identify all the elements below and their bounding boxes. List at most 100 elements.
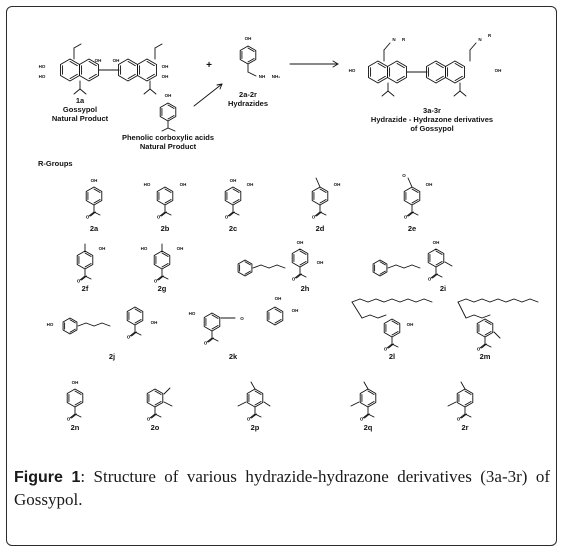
- rgroup-oh-label: OH: [177, 246, 184, 251]
- methoxy-bond: [163, 401, 173, 407]
- alkyl-chain: [423, 298, 433, 303]
- isopropyl-bond: [381, 90, 389, 97]
- rgroup-2k-ring-a-acyl: [206, 337, 213, 343]
- alkyl-chain: [529, 298, 539, 303]
- double-bond-line: [274, 308, 282, 313]
- double-bond-line: [74, 401, 82, 406]
- rgroup-2r-ring-acyl: [459, 413, 466, 419]
- double-bond-line: [161, 263, 169, 268]
- double-bond-line: [134, 308, 142, 313]
- product-naphthalene-left: [387, 60, 407, 84]
- rgroup-oh-label: OH: [99, 246, 106, 251]
- gossypol-oh-label: OH: [162, 74, 169, 79]
- double-bond-line: [411, 199, 419, 204]
- rgroup-2k-ring-a-acyl: [211, 337, 219, 342]
- double-bond-line: [396, 62, 405, 69]
- isopropyl-bond: [459, 90, 467, 97]
- rgroup-label-2r: 2r: [461, 423, 468, 432]
- double-bond-line: [84, 252, 92, 257]
- alkyl-chain: [505, 298, 515, 303]
- ethyl-bond: [77, 322, 87, 327]
- alkyl-chain: [481, 314, 491, 319]
- gossypol-ho-label: HO: [39, 74, 46, 79]
- double-bond-line: [254, 390, 262, 395]
- rgroup-oh-label: OH: [275, 296, 282, 301]
- carbonyl-oxygen-label: O: [77, 279, 81, 284]
- arrow-head: [332, 63, 339, 68]
- phenolic-acid-label: Phenolic corboxylic acids: [122, 133, 214, 142]
- rgroup-ho-label: HO: [144, 182, 151, 187]
- rgroup-ho-label: HO: [47, 322, 54, 327]
- alkyl-chain: [521, 298, 531, 303]
- double-bond-line: [146, 60, 155, 67]
- rgroup-oh-label: OH: [247, 182, 254, 187]
- gossypol-naphthalene-right: [137, 58, 157, 82]
- double-bond-line: [74, 390, 82, 395]
- double-bond-line: [454, 75, 463, 82]
- rgroup-2g-ring-acyl: [161, 275, 169, 280]
- rgroup-2q-ring-acyl: [367, 413, 375, 418]
- carbonyl-oxygen-label: O: [428, 277, 432, 282]
- rgroup-2h-ring: [291, 248, 309, 268]
- gossypol-naphthalene-left: [60, 58, 80, 82]
- double-bond-line: [379, 270, 386, 275]
- alkyl-chain: [465, 314, 475, 319]
- double-bond-line: [411, 188, 419, 193]
- carbonyl-oxygen-label: O: [384, 347, 388, 352]
- rgroup-label-2f: 2f: [82, 284, 89, 293]
- alkyl-chain: [383, 298, 393, 303]
- rgroup-2i-ring-acyl: [435, 273, 443, 278]
- double-bond-line: [167, 104, 175, 109]
- rgroup-2m-ring-acyl: [484, 343, 492, 348]
- double-bond-line: [154, 390, 162, 395]
- alkyl-chain: [377, 314, 387, 319]
- hydrazide-oh-label: OH: [245, 36, 252, 41]
- methoxy-bond: [263, 401, 271, 407]
- product-r-label: R: [402, 37, 406, 42]
- rgroup-ho-label: HO: [141, 246, 148, 251]
- rgroup-2b-ring-acyl: [164, 211, 172, 216]
- product-naphthalene-left: [368, 60, 388, 84]
- double-bond-line: [319, 199, 327, 204]
- double-bond-line: [69, 60, 78, 67]
- gossypol-name-label: Gossypol: [63, 105, 97, 114]
- alkyl-chain: [489, 298, 499, 303]
- gossypol-oh-label: OH: [95, 58, 102, 63]
- hydrazide-bond: [247, 71, 257, 77]
- rgroup-2d-ring: [311, 186, 329, 206]
- carbonyl-oxygen-label: O: [86, 215, 90, 220]
- double-bond-line: [69, 73, 78, 80]
- stilbene-bond: [395, 264, 405, 269]
- alkyl-chain: [457, 298, 467, 303]
- alkyl-chain: [473, 314, 483, 319]
- alkyl-chain: [369, 314, 379, 319]
- double-bond-line: [244, 270, 251, 275]
- rgroup-2p-ring-acyl: [254, 413, 262, 418]
- rgroup-2j-ring: [126, 306, 144, 326]
- double-bond-line: [127, 60, 136, 67]
- methoxy-bond: [493, 331, 501, 339]
- rgroup-2n-ring-acyl: [69, 413, 76, 419]
- double-bond-line: [93, 188, 101, 193]
- double-bond-line: [164, 188, 172, 193]
- rgroup-2d-ring-acyl: [314, 211, 321, 217]
- product-ho-label: HO: [349, 68, 356, 73]
- phenolic-oh-label: OH: [165, 93, 172, 98]
- double-bond-line: [88, 73, 97, 80]
- arrow-head: [332, 60, 339, 65]
- rgroup-2l-ring-acyl: [391, 343, 399, 348]
- rgroup-label-2b: 2b: [161, 224, 170, 233]
- rgroup-2l-ring-acyl: [386, 343, 393, 349]
- isopropyl-bond: [387, 90, 395, 97]
- methoxy-bond: [250, 381, 256, 390]
- arrow-head: [216, 83, 223, 86]
- figure-label: Figure 1: [14, 469, 81, 486]
- double-bond-line: [88, 60, 97, 67]
- rgroup-label-2j: 2j: [109, 352, 115, 361]
- r-groups-heading: R-Groups: [38, 159, 73, 168]
- alkyl-chain: [359, 298, 369, 303]
- rgroup-2m-ring-acyl: [479, 343, 486, 349]
- rgroup-label-2m: 2m: [480, 352, 491, 361]
- rgroup-label-2q: 2q: [364, 423, 373, 432]
- rgroup-2d-ring-acyl: [319, 211, 327, 216]
